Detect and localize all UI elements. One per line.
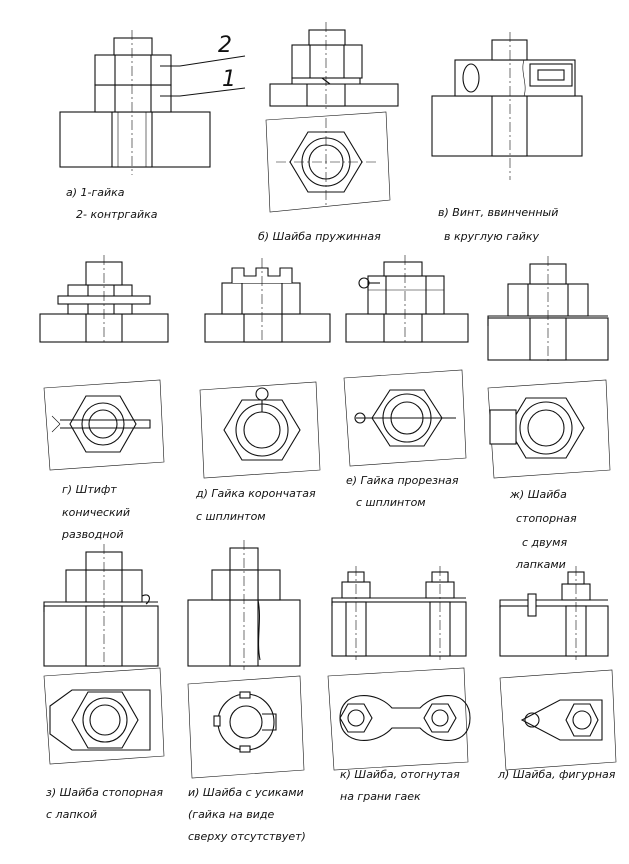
figure-v-section [431,32,583,180]
figure-v-caption: в) Винт, ввинченный в круглую гайку [438,206,562,243]
figure-e-top-view [343,369,467,467]
figure-a-section [59,30,246,175]
figure-d-section [204,258,331,343]
figure-e-caption: е) Гайка прорезная с шплинтом [346,474,462,509]
figure-g-caption: г) Штифт конический разводной [61,483,133,541]
figure-i-top-view [187,675,305,779]
figure-l-top-view [499,669,617,771]
figure-e-section [345,255,469,343]
figure-d-caption: д) Гайка корончатая с шплинтом [195,487,319,523]
figure-b-caption: б) Шайба пружинная [258,230,381,243]
figure-zh-top-view [487,379,611,479]
figure-d-top-view [199,381,321,479]
figure-a-caption: а) 1-гайка 2- контргайка [66,186,158,221]
figure-b-section [269,22,399,110]
figure-k-caption: к) Шайба, отогнутая на грани гаек [340,768,463,803]
figure-g-top-view [43,379,165,471]
leader-number-1: 1 [222,67,236,92]
figure-z-section [43,544,159,667]
figure-l-caption: л) Шайба, фигурная [497,768,616,781]
figure-zh-section [487,256,609,362]
leader-number-2: 2 [218,33,232,58]
figure-b-top-view [265,111,391,213]
figure-i-caption: и) Шайба с усиками (гайка на виде сверху… [188,786,307,843]
figure-g-section [39,255,169,343]
figure-k-top-view [327,667,471,771]
figure-i-section [187,540,301,670]
figure-k-section [331,566,467,660]
figure-l-section [499,566,609,660]
figure-zh-caption: ж) Шайба стопорная с двумя лапками [509,488,580,571]
figure-z-top-view [43,667,165,765]
figure-z-caption: з) Шайба стопорная с лапкой [46,786,166,821]
